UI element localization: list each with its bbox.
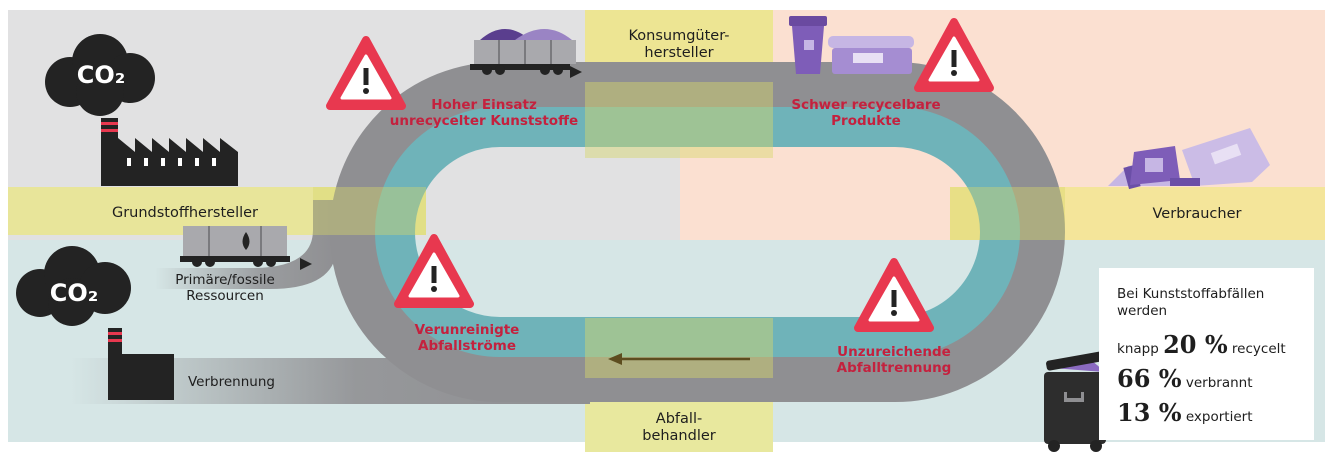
co2-label-top: CO₂ — [77, 61, 126, 89]
products-icon — [789, 16, 914, 74]
stats-row-exported: 13 % exportiert — [1117, 398, 1304, 432]
stats-suffix: exportiert — [1181, 409, 1253, 425]
stats-row-recycled: knapp 20 % recycelt — [1117, 330, 1304, 364]
stats-suffix: verbrannt — [1181, 375, 1253, 391]
incinerator-icon — [108, 328, 174, 400]
waste-flow-arrow — [608, 353, 750, 365]
loop — [330, 62, 1065, 402]
stage-label-raw-material-manufacturer: Grundstoffhersteller — [112, 205, 258, 221]
freight-wagon-top-icon — [470, 29, 582, 78]
stats-suffix: recycelt — [1227, 341, 1286, 357]
factory-icon — [101, 118, 238, 186]
stats-prefix: knapp — [1117, 341, 1164, 357]
stats-intro: Bei Kunststoffabfällen werden — [1117, 286, 1265, 319]
stage-label-waste-processor: Abfall-behandler — [642, 411, 716, 444]
warning-icon-poor-separation — [854, 258, 934, 332]
band-overlay-raw-material — [313, 187, 426, 235]
co2-cloud-bottom-icon: CO₂ — [16, 246, 131, 326]
warning-icon-unrecycled-plastics — [326, 36, 406, 110]
primary-resources-flow — [155, 200, 337, 289]
stage-label-consumer-goods-manufacturer: Konsumgüter-hersteller — [629, 28, 730, 61]
band-overlay-consumer — [950, 187, 1065, 240]
co2-cloud-top-icon: CO₂ — [45, 34, 155, 116]
co2-label-bottom: CO₂ — [50, 279, 99, 307]
band-overlay-waste-processor — [585, 318, 773, 378]
warning-icon-hard-to-recycle — [914, 18, 994, 92]
waste-bin-icon — [1044, 351, 1106, 452]
band-overlay-consumer-goods — [585, 82, 773, 158]
stats-value-incinerated: 66 % — [1117, 364, 1182, 393]
warning-icon-contaminated-waste — [394, 234, 474, 308]
plastic-waste-stats-box: Bei Kunststoffabfällen werden knapp 20 %… — [1099, 268, 1314, 440]
stage-label-consumer: Verbraucher — [1153, 206, 1242, 222]
tank-wagon-icon — [180, 226, 312, 270]
stats-row-incinerated: 66 % verbrannt — [1117, 364, 1304, 398]
discarded-products-icon — [1108, 128, 1270, 190]
flow-label-incineration: Verbrennung — [188, 374, 275, 390]
stats-value-exported: 13 % — [1117, 398, 1182, 427]
stats-value-recycled: 20 % — [1163, 330, 1228, 359]
